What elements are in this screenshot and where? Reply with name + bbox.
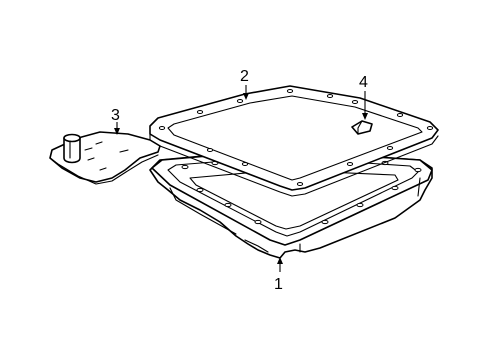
callout-4-label: 4	[359, 74, 368, 91]
callout-1-label: 1	[274, 276, 283, 293]
magnet-part	[351, 120, 373, 135]
callout-3: 3	[111, 107, 120, 135]
callout-1: 1	[274, 257, 283, 293]
callout-2: 2	[240, 68, 249, 100]
gasket-bolt-holes	[158, 89, 434, 186]
callout-4: 4	[359, 74, 368, 120]
callout-2-label: 2	[240, 68, 249, 85]
callout-3-label: 3	[111, 107, 120, 124]
filter-part	[49, 131, 161, 185]
